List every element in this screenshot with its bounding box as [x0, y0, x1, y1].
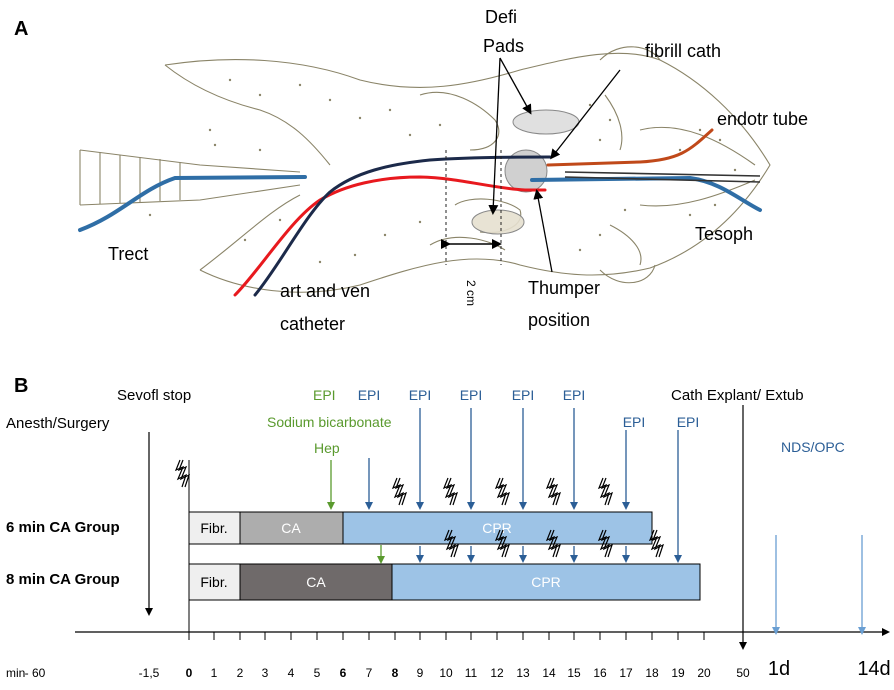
panel-b-label: B — [14, 375, 28, 397]
shock-symbol — [497, 529, 511, 558]
group-8min-ca-label: CA — [306, 574, 326, 590]
axis-tick-label: 7 — [366, 666, 373, 680]
axis-tick-label: -1,5 — [139, 666, 160, 680]
axis-tick-label: 14d — [857, 658, 890, 680]
shock-symbol — [177, 459, 191, 488]
fibrill-cath-line-2 — [564, 176, 761, 183]
defi-label: Defi — [485, 7, 517, 27]
group-6min-label: 6 min CA Group — [6, 519, 120, 536]
shock-symbols — [174, 459, 665, 558]
axis-tick-label: 2 — [237, 666, 244, 680]
drug-arrows — [327, 408, 866, 635]
shock-symbol — [445, 477, 459, 506]
arterial-catheter-line — [233, 175, 547, 297]
axis-unit-label: min — [6, 666, 25, 680]
art-ven-label-line2: catheter — [280, 314, 345, 334]
venous-catheter-line — [253, 155, 552, 297]
trect-probe-line — [78, 175, 307, 232]
axis-tick-label: 9 — [417, 666, 424, 680]
shock-symbol — [600, 477, 614, 506]
shock-symbol — [497, 477, 511, 506]
group-8min-cpr-label: CPR — [531, 574, 561, 590]
axis-tick-label: 1d — [768, 658, 790, 680]
axis-tick-label: 10 — [439, 666, 453, 680]
defi-arrow-upper — [499, 57, 532, 115]
axis-tick-label: - 60 — [25, 666, 46, 680]
epi-blue-label: EPI — [358, 387, 381, 403]
tesoph-probe-line — [530, 175, 762, 212]
axis-tick-label: 0 — [186, 666, 193, 680]
defi-arrow-lower — [488, 57, 501, 215]
axis-tick-label: 16 — [593, 666, 607, 680]
group-8min-fibr-label: Fibr. — [200, 574, 227, 590]
group-6min-fibr-label: Fibr. — [200, 520, 227, 536]
group-6min-fibr-segment — [188, 511, 241, 545]
group-8min-cpr-segment — [391, 563, 701, 601]
group-6min-cpr-label: CPR — [482, 520, 512, 536]
thumper-arrow — [533, 189, 553, 273]
fibrill-cath-arrow — [550, 69, 621, 160]
axis-tick-label: 19 — [671, 666, 685, 680]
group-8min-ca-segment — [239, 563, 393, 601]
axis-tick-label: 5 — [314, 666, 321, 680]
epi-blue-label: EPI — [623, 414, 646, 430]
axis-tick-label: 18 — [645, 666, 659, 680]
fibrill-cath-line — [564, 171, 761, 177]
group-6min-ca-label: CA — [281, 520, 301, 536]
tesoph-label: Tesoph — [695, 224, 753, 244]
epi-blue-label: EPI — [677, 414, 700, 430]
shock-symbol — [394, 477, 408, 506]
panel-a-label: A — [14, 18, 28, 40]
scale-label: 2 cm — [464, 280, 478, 306]
defi-pad-upper — [512, 109, 580, 135]
trect-label: Trect — [108, 244, 148, 264]
axis-tick-label: 13 — [516, 666, 530, 680]
axis-tick-label: 50 — [736, 666, 750, 680]
epi-blue-label: EPI — [460, 387, 483, 403]
endotracheal-tube-line — [546, 128, 714, 167]
group-8min-fibr-segment — [188, 563, 241, 601]
rat-sketch — [79, 46, 771, 293]
shock-symbol — [548, 529, 562, 558]
axis-tick-label: 8 — [392, 666, 399, 680]
epi-blue-label: EPI — [563, 387, 586, 403]
axis-tick-label: 12 — [490, 666, 504, 680]
axis-tick-label: 3 — [262, 666, 269, 680]
endotr-tube-label: endotr tube — [717, 109, 808, 129]
shock-symbol — [548, 477, 562, 506]
axis-tick-label: 4 — [288, 666, 295, 680]
shock-symbol — [600, 529, 614, 558]
group-8min-label: 8 min CA Group — [6, 571, 120, 588]
sodium-bicarbonate-label: Sodium bicarbonate — [267, 414, 392, 430]
sevofl-stop-label: Sevofl stop — [117, 387, 191, 404]
pads-label: Pads — [483, 36, 524, 56]
epi-blue-label: EPI — [409, 387, 432, 403]
cath-explant-label: Cath Explant/ Extub — [671, 387, 804, 404]
epi-green-label: EPI — [313, 387, 336, 403]
group-6min-cpr-segment — [342, 511, 653, 545]
nds-opc-label: NDS/OPC — [781, 439, 845, 455]
shock-symbol — [651, 529, 665, 558]
shock-symbol — [446, 529, 460, 558]
axis-tick-label: 15 — [567, 666, 581, 680]
anesth-surgery-label: Anesth/Surgery — [6, 415, 110, 432]
group-6min-ca-segment — [239, 511, 344, 545]
axis-tick-label: 6 — [340, 666, 347, 680]
defi-pad-lower — [471, 209, 525, 235]
thumper-label-line2: position — [528, 310, 590, 330]
epi-labels: EPI EPI EPI EPI EPI EPI EPI — [358, 387, 700, 430]
axis-tick-label: 1 — [211, 666, 218, 680]
axis-tick-label: 11 — [465, 666, 478, 680]
axis-tick-label: 17 — [619, 666, 633, 680]
axis-tick-label: 14 — [542, 666, 556, 680]
art-ven-label-line1: art and ven — [280, 281, 370, 301]
hep-label: Hep — [314, 440, 340, 456]
axis-tick-label: 20 — [697, 666, 711, 680]
epi-blue-label: EPI — [512, 387, 535, 403]
thumper-label-line1: Thumper — [528, 278, 600, 298]
fibrill-cath-label: fibrill cath — [645, 41, 721, 61]
